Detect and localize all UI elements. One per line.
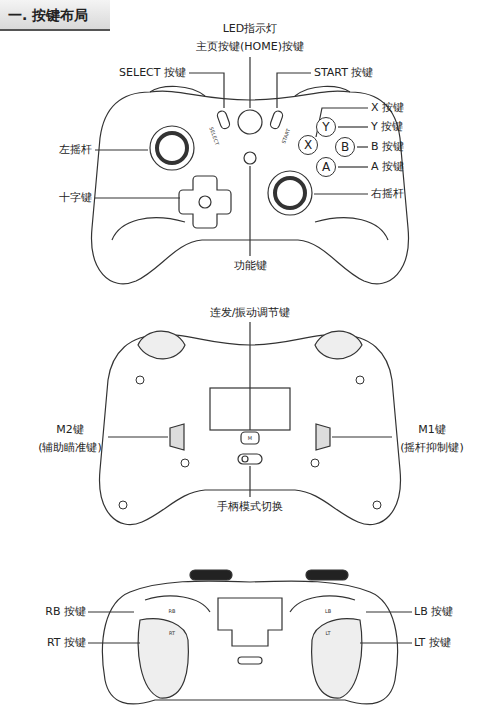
callout-label: 手柄模式切换: [217, 500, 283, 514]
printed-marking: RB: [169, 608, 176, 614]
callout-label: 功能键: [234, 259, 267, 273]
callout-label: 连发/振动调节键: [210, 306, 291, 320]
callout-label: RT 按键: [47, 636, 86, 650]
callout-label: B 按键: [371, 140, 404, 154]
button-letter: X: [304, 139, 312, 151]
callout-label: LED指示灯: [223, 22, 278, 36]
callout-label: M2键: [56, 423, 84, 437]
callout-label: 十字键: [59, 191, 92, 205]
callout-label: 右摇杆: [371, 187, 404, 201]
printed-marking: M: [248, 435, 252, 441]
callout-label: 左摇杆: [59, 143, 92, 157]
back-view: [100, 322, 401, 525]
callout-label: LT 按键: [414, 636, 451, 650]
front-view: [92, 57, 409, 284]
callout-label: 主页按键(HOME)按键: [196, 40, 304, 54]
button-letter: A: [322, 161, 330, 173]
printed-marking: LB: [325, 608, 331, 614]
callout-label: SELECT 按键: [119, 66, 186, 80]
printed-marking: RT: [169, 630, 175, 636]
top-edge-view: [88, 570, 412, 704]
callout-label: (摇杆抑制键): [400, 441, 464, 455]
callout-label: RB 按键: [45, 605, 86, 619]
callout-label: LB 按键: [414, 605, 453, 619]
callout-label: X 按键: [371, 101, 404, 115]
face-button: X: [298, 135, 318, 155]
callout-label: A 按键: [371, 160, 404, 174]
section-title: 一. 按键布局: [0, 0, 110, 31]
callout-label: M1键: [418, 423, 446, 437]
callout-label: (辅助瞄准键): [38, 441, 102, 455]
face-button: A: [316, 157, 336, 177]
button-letter: B: [341, 141, 349, 153]
callout-label: START 按键: [314, 66, 373, 80]
button-letter: Y: [322, 121, 329, 133]
printed-marking: LT: [325, 630, 330, 636]
face-button: B: [335, 137, 355, 157]
face-button: Y: [316, 117, 336, 137]
callout-label: Y 按键: [371, 120, 403, 134]
